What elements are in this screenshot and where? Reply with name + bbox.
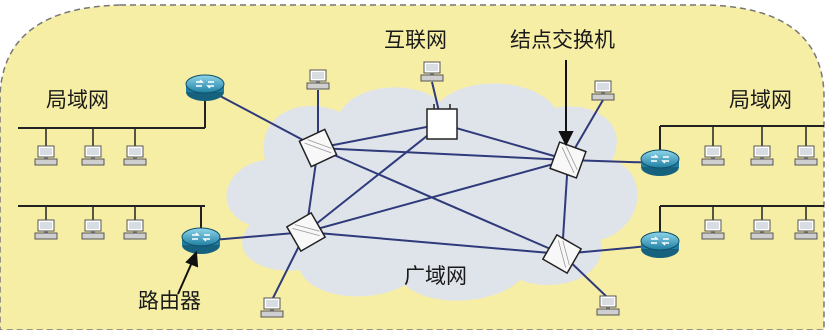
host-pc	[701, 219, 725, 240]
router-icon	[640, 149, 680, 177]
lan-right-label: 局域网	[729, 88, 792, 112]
wan-label: 广域网	[404, 264, 467, 288]
host-pc	[34, 145, 58, 166]
callout-arrows	[177, 60, 574, 295]
host-pc	[81, 145, 105, 166]
router-icon	[640, 231, 680, 259]
host-pc	[750, 219, 774, 240]
host-pc	[750, 145, 774, 166]
host-pc	[34, 219, 58, 240]
host-pc	[260, 297, 284, 318]
internet-label: 互联网	[384, 28, 447, 52]
host-pc	[701, 145, 725, 166]
host-pc	[794, 145, 818, 166]
host-pc	[794, 219, 818, 240]
node-switch	[426, 104, 458, 140]
lan-left-label: 局域网	[46, 88, 109, 112]
host-pc	[591, 80, 615, 101]
switch-node-label: 结点交换机	[510, 28, 615, 52]
router-label: 路由器	[138, 289, 201, 313]
host-pc	[306, 69, 330, 90]
host-pc	[123, 219, 147, 240]
host-pc	[81, 219, 105, 240]
host-pc	[420, 61, 444, 82]
host-pc	[596, 295, 620, 316]
router-icon	[185, 74, 225, 102]
host-pc	[123, 145, 147, 166]
router-icon	[181, 227, 221, 255]
